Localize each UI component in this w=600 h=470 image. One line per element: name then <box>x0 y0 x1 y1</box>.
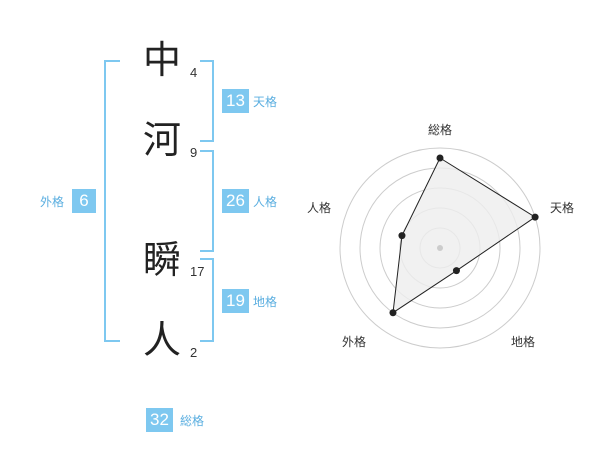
stroke-count-3: 17 <box>190 264 205 279</box>
gaikaku-value-badge: 6 <box>72 189 96 213</box>
tenkaku-bracket <box>200 60 214 142</box>
radar-label-gaikaku: 外格 <box>342 334 366 349</box>
jinkaku-label: 人格 <box>253 195 278 209</box>
radar-label-tenkaku: 天格 <box>550 200 574 215</box>
stroke-count-4: 2 <box>190 345 198 360</box>
chikaku-bracket <box>200 258 214 342</box>
gaikaku-label: 外格 <box>40 195 65 209</box>
radar-point-1 <box>436 154 444 162</box>
name-char-2: 河 <box>142 118 181 162</box>
name-char-4: 人 <box>142 318 181 362</box>
chikaku-label: 地格 <box>253 295 278 309</box>
stroke-count-2: 9 <box>190 145 198 160</box>
radar-label-soukaku: 総格 <box>428 122 452 137</box>
name-char-3: 瞬 <box>142 238 181 282</box>
radar-point-2 <box>531 213 539 221</box>
radar-label-jinkaku: 人格 <box>307 200 331 215</box>
jinkaku-bracket <box>200 150 214 252</box>
jinkaku-value-badge: 26 <box>222 189 249 213</box>
radar-ring <box>339 147 541 349</box>
soukaku-label: 総格 <box>180 414 205 428</box>
soukaku-value-badge: 32 <box>146 408 173 432</box>
chikaku-value-badge: 19 <box>222 289 249 313</box>
tenkaku-value-badge: 13 <box>222 89 249 113</box>
radar-center <box>437 245 443 251</box>
tenkaku-label: 天格 <box>253 95 278 109</box>
radar-label-chikaku: 地格 <box>511 334 535 349</box>
radar-point-5 <box>398 232 406 240</box>
name-char-1: 中 <box>142 38 181 82</box>
radar-point-4 <box>389 309 397 317</box>
radar-area <box>392 157 537 314</box>
stroke-count-1: 4 <box>190 65 198 80</box>
gaikaku-bracket <box>104 60 120 342</box>
radar-point-3 <box>452 267 460 275</box>
